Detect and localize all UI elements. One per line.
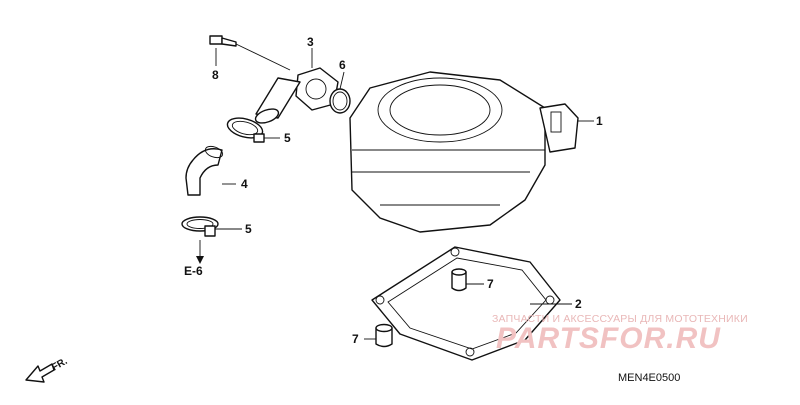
dowel-pin-lower [375, 323, 393, 348]
callout-7-upper: 7 [487, 277, 494, 291]
callout-1: 1 [596, 114, 603, 128]
cylinder-gasket [371, 246, 561, 361]
callout-7-lower: 7 [352, 332, 359, 346]
reference-label: E-6 [184, 264, 203, 278]
water-hose-joint [254, 67, 339, 124]
callout-8: 8 [212, 68, 219, 82]
o-ring [329, 88, 351, 114]
callout-3: 3 [307, 35, 314, 49]
hose-band-upper [226, 117, 265, 143]
cylinder [349, 71, 579, 233]
watermark-text: ЗАПЧАСТИ И АКСЕССУАРЫ ДЛЯ МОТОТЕХНИКИ [492, 313, 748, 325]
callout-5-upper: 5 [284, 131, 291, 145]
callout-2: 2 [575, 297, 582, 311]
callout-5-lower: 5 [245, 222, 252, 236]
leader-lines [196, 43, 594, 340]
flange-bolt [209, 35, 237, 47]
dowel-pin-upper [451, 268, 467, 292]
front-direction-arrow [25, 363, 55, 383]
watermark-logo: PARTSFOR.RU [496, 322, 721, 355]
callout-4: 4 [241, 177, 248, 191]
diagram-code: MEN4E0500 [618, 372, 681, 384]
callout-6: 6 [339, 58, 346, 72]
hose-band-lower [181, 216, 219, 237]
water-hose [185, 145, 224, 196]
